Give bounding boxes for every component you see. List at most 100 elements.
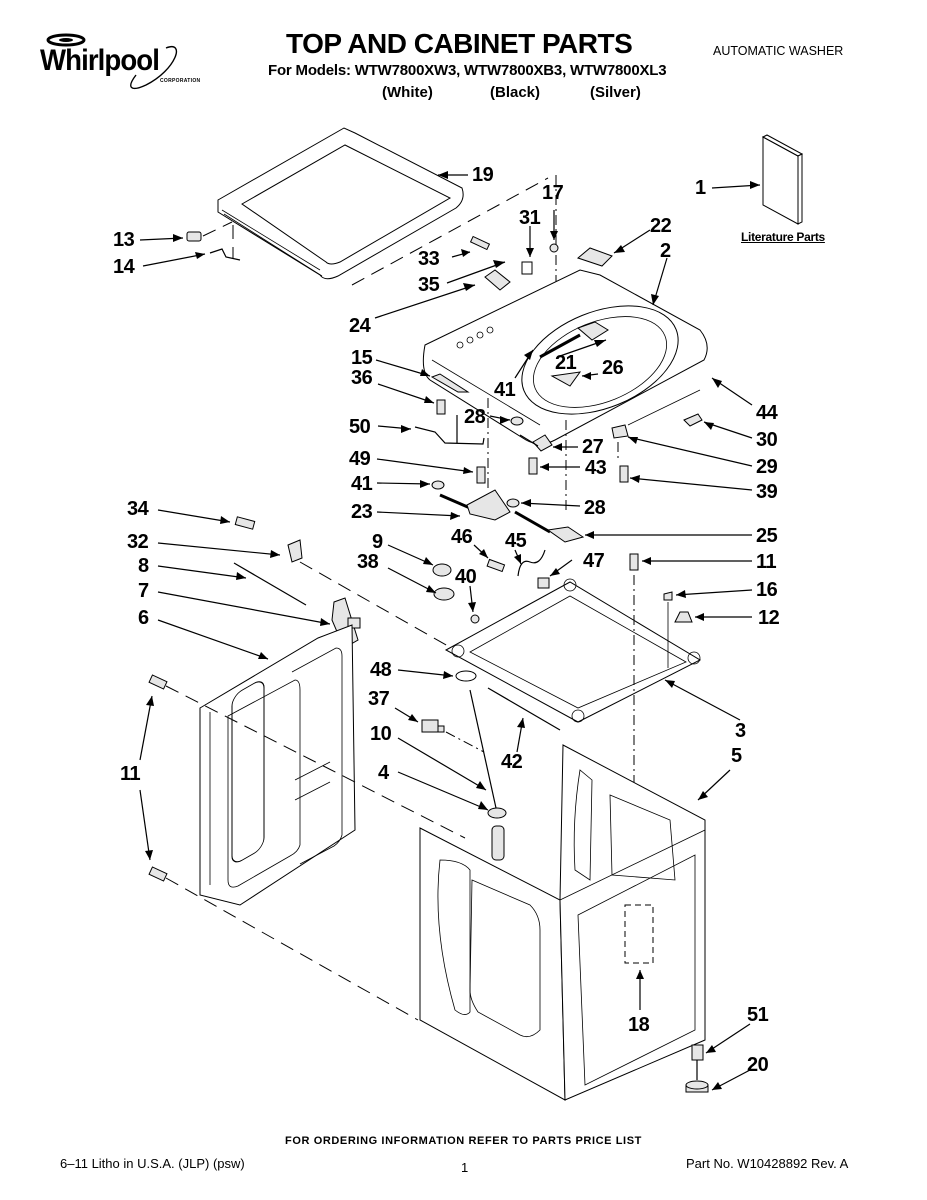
callout-14[interactable]: 14 xyxy=(113,256,135,278)
callout-22[interactable]: 22 xyxy=(650,215,672,237)
screw-34 xyxy=(234,516,256,530)
top-panel xyxy=(422,269,708,445)
bumper-22 xyxy=(576,247,613,267)
callout-34[interactable]: 34 xyxy=(127,498,149,520)
gasket-48 xyxy=(455,670,477,682)
callout-12[interactable]: 12 xyxy=(758,607,780,629)
leader-12 xyxy=(695,613,752,621)
leader-38 xyxy=(387,567,437,594)
callout-43[interactable]: 43 xyxy=(585,457,607,479)
callout-40[interactable]: 40 xyxy=(455,566,477,588)
callout-20[interactable]: 20 xyxy=(747,1054,769,1076)
screw-49 xyxy=(476,466,486,484)
lid-screw xyxy=(186,231,202,242)
callout-24[interactable]: 24 xyxy=(349,315,371,337)
appliance-type: AUTOMATIC WASHER xyxy=(713,44,844,58)
callout-21[interactable]: 21 xyxy=(555,352,577,374)
callout-51[interactable]: 51 xyxy=(747,1004,769,1026)
callout-18[interactable]: 18 xyxy=(628,1014,650,1036)
callout-50[interactable]: 50 xyxy=(349,416,371,438)
callout-7[interactable]: 7 xyxy=(138,580,149,602)
callout-32[interactable]: 32 xyxy=(127,531,149,553)
leader-17 xyxy=(550,210,558,240)
callout-5[interactable]: 5 xyxy=(731,745,742,767)
callout-45[interactable]: 45 xyxy=(505,530,527,552)
callout-6[interactable]: 6 xyxy=(138,607,149,629)
callout-4[interactable]: 4 xyxy=(378,762,389,784)
callout-42[interactable]: 42 xyxy=(501,751,523,773)
callout-38[interactable]: 38 xyxy=(357,551,379,573)
callout-35[interactable]: 35 xyxy=(418,274,440,296)
callout-49[interactable]: 49 xyxy=(349,448,371,470)
variant-white: (White) xyxy=(382,84,433,101)
callout-36[interactable]: 36 xyxy=(351,367,373,389)
leader-25 xyxy=(585,531,752,539)
callout-3[interactable]: 3 xyxy=(735,720,746,742)
callout-28-upper[interactable]: 28 xyxy=(464,406,486,428)
callout-30[interactable]: 30 xyxy=(756,429,778,451)
screw-33 xyxy=(469,235,491,251)
callout-13[interactable]: 13 xyxy=(113,229,135,251)
leader-7 xyxy=(157,591,331,626)
callout-39[interactable]: 39 xyxy=(756,481,778,503)
grommet-28b xyxy=(506,498,520,508)
base-frame xyxy=(444,578,702,723)
rod-10 xyxy=(469,689,497,809)
leader-28a xyxy=(489,415,511,424)
callout-19[interactable]: 19 xyxy=(472,164,494,186)
grommet-41b xyxy=(431,480,445,490)
callout-29[interactable]: 29 xyxy=(756,456,778,478)
callout-11-right[interactable]: 11 xyxy=(756,551,777,573)
callout-11-left[interactable]: 11 xyxy=(120,763,141,785)
leader-31 xyxy=(526,226,534,257)
clip-30 xyxy=(683,413,703,427)
leader-14 xyxy=(142,252,206,267)
callout-26[interactable]: 26 xyxy=(602,357,624,379)
callout-9[interactable]: 9 xyxy=(372,531,383,553)
literature-parts-label: Literature Parts xyxy=(741,230,825,244)
cap-9 xyxy=(432,563,452,577)
callout-41-lower[interactable]: 41 xyxy=(351,473,373,495)
screw-11-right xyxy=(629,553,639,571)
leader-3 xyxy=(664,679,741,721)
callout-31[interactable]: 31 xyxy=(519,207,541,229)
callout-28-lower[interactable]: 28 xyxy=(584,497,606,519)
leader-13 xyxy=(139,234,184,242)
rod-42 xyxy=(487,687,561,731)
brand-name: Whirlpool xyxy=(40,44,160,77)
callout-27[interactable]: 27 xyxy=(582,436,604,458)
callout-37[interactable]: 37 xyxy=(368,688,390,710)
leader-16 xyxy=(675,589,753,598)
leader-33 xyxy=(451,249,471,258)
leader-39 xyxy=(629,475,753,491)
callout-41-upper[interactable]: 41 xyxy=(494,379,516,401)
callout-44[interactable]: 44 xyxy=(756,402,778,424)
callout-2[interactable]: 2 xyxy=(660,240,671,262)
clamp-37 xyxy=(421,719,445,733)
callout-1[interactable]: 1 xyxy=(695,177,706,199)
callout-8[interactable]: 8 xyxy=(138,555,149,577)
leader-34 xyxy=(157,509,231,524)
screw-11-upper xyxy=(148,674,168,690)
callout-15[interactable]: 15 xyxy=(351,347,373,369)
callout-10[interactable]: 10 xyxy=(370,723,392,745)
leader-35 xyxy=(446,260,506,284)
leader-19 xyxy=(438,171,468,179)
callout-23[interactable]: 23 xyxy=(351,501,373,523)
grommet-4 xyxy=(487,807,507,861)
callout-16[interactable]: 16 xyxy=(756,579,778,601)
screw-39 xyxy=(619,465,629,483)
foot-12 xyxy=(674,611,693,623)
callout-47[interactable]: 47 xyxy=(583,550,605,572)
leader-30 xyxy=(703,421,753,439)
callout-48[interactable]: 48 xyxy=(370,659,392,681)
bumper-24 xyxy=(484,269,511,291)
callout-46[interactable]: 46 xyxy=(451,526,473,548)
callout-25[interactable]: 25 xyxy=(756,525,778,547)
leader-37 xyxy=(394,707,419,723)
callout-17[interactable]: 17 xyxy=(542,182,564,204)
whirlpool-logo xyxy=(36,30,206,90)
callout-33[interactable]: 33 xyxy=(418,248,440,270)
leader-5 xyxy=(697,769,731,801)
